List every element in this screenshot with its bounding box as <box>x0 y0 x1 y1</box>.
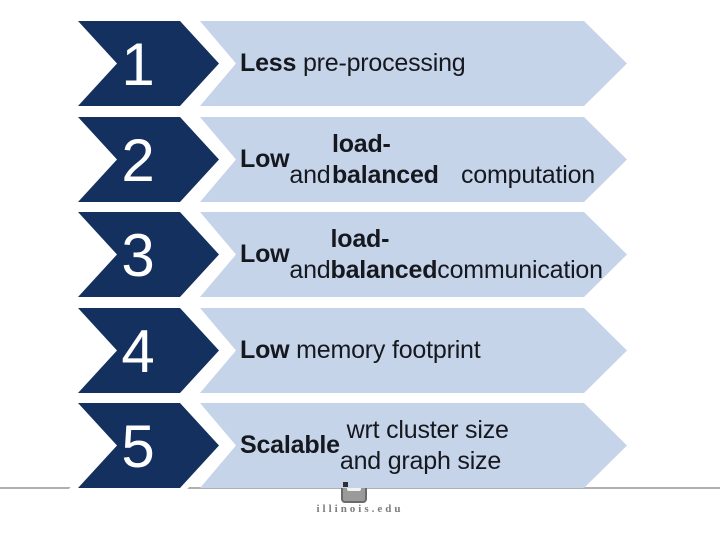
step-label: Low memory footprint <box>240 308 595 393</box>
step-shapes <box>64 302 627 399</box>
step-chevron-shape <box>64 15 228 112</box>
step-number: 4 <box>121 318 155 385</box>
step-number: 3 <box>121 222 155 289</box>
step-label-bold: Less <box>240 49 297 78</box>
step-chevron-shape <box>64 397 228 494</box>
step-label-bold: load-balanced <box>330 225 438 284</box>
step-label-text: wrt cluster size and graph size <box>339 416 509 475</box>
footer-domain-text: illinois.edu <box>316 503 404 515</box>
step-row-5: 5 Scalable wrt cluster size and graph si… <box>0 397 720 494</box>
step-number: 2 <box>121 127 155 194</box>
illinois-logo-bar <box>347 486 361 491</box>
step-chevron-shape <box>64 206 228 303</box>
step-shapes <box>64 206 627 303</box>
step-label-text: pre-processing <box>296 49 466 78</box>
step-number: 1 <box>121 31 155 98</box>
step-number: 5 <box>121 413 155 480</box>
step-shapes <box>64 397 627 494</box>
step-label-text: communication <box>437 255 603 284</box>
step-label-bold: Low <box>240 145 290 174</box>
step-row-2: 2 Low and load-balanced computation <box>0 111 720 208</box>
step-label-bold: load-balanced <box>331 130 439 189</box>
step-banner-shape <box>200 117 627 202</box>
step-label-bold: Scalable <box>240 431 340 460</box>
step-label-text: and <box>289 225 338 284</box>
step-row-4: 4 Low memory footprint <box>0 302 720 399</box>
illinois-logo-fragment <box>343 482 348 487</box>
step-shapes <box>64 111 627 208</box>
step-banner-shape <box>200 212 627 297</box>
step-label: Low and load-balanced computation <box>240 117 595 202</box>
step-label-text: and <box>289 130 338 189</box>
step-label-bold: Low <box>240 336 290 365</box>
step-row-1: 1 Less pre-processing <box>0 15 720 112</box>
step-label-text: computation <box>461 160 595 189</box>
step-label: Scalable wrt cluster size and graph size <box>240 403 595 488</box>
step-chevron-shape <box>64 302 228 399</box>
step-label: Less pre-processing <box>240 21 595 106</box>
step-label: Low and load-balanced communication <box>240 212 603 297</box>
step-banner-shape <box>200 403 627 488</box>
step-label-bold: Low <box>240 240 290 269</box>
step-row-3: 3 Low and load-balanced communication <box>0 206 720 303</box>
step-chevron-shape <box>64 111 228 208</box>
step-label-text: memory footprint <box>289 336 481 365</box>
step-banner-shape <box>200 21 627 106</box>
step-shapes <box>64 15 627 112</box>
step-banner-shape <box>200 308 627 393</box>
